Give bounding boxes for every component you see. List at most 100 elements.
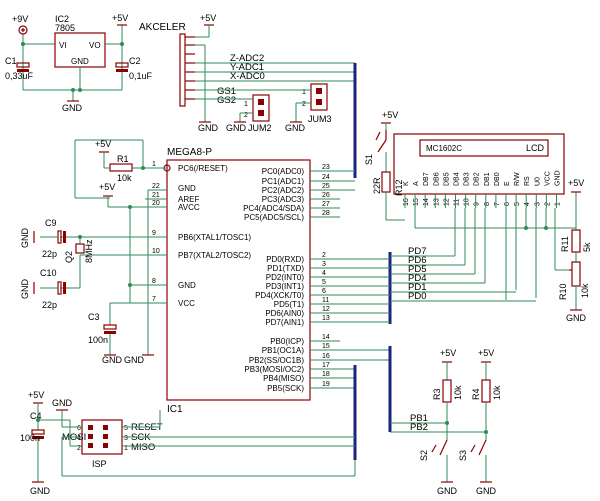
r10-potentiometer: [571, 261, 581, 287]
c2-name: C2: [129, 56, 141, 66]
jum2-pin2: 2: [244, 112, 248, 119]
r3-resistor: [442, 379, 452, 403]
net-pd0: PD0: [408, 291, 426, 302]
r1-plus5v-label: +5V: [95, 139, 111, 149]
lcd-pin-label: DB4: [454, 172, 461, 186]
lcd-pin-number: 8: [484, 202, 491, 206]
r1-name: R1: [117, 154, 129, 164]
r1-resistor: [109, 163, 133, 172]
mcu-pin-number: 5: [322, 279, 326, 286]
mcu-pin-number: 24: [322, 174, 330, 181]
mcu-pin-number: 12: [322, 306, 330, 313]
ic2-name: IC2: [55, 14, 69, 24]
r10-value: 10k: [580, 283, 590, 298]
c4-plus5v-label: +5V: [28, 390, 44, 400]
mcu-pin-label: PC2(ADC2): [262, 186, 305, 195]
accel-name: AKCELER: [139, 22, 186, 33]
q2-crystal: [75, 243, 85, 254]
mcu-gnd-label: GND: [124, 355, 145, 365]
mcu-pin-number: 8: [152, 278, 156, 285]
net-gs1: GS1: [217, 86, 236, 97]
c3-name: C3: [88, 312, 100, 322]
accel-gnd-label: GND: [198, 123, 219, 133]
mcu-pin-label: PC3(ADC3): [262, 195, 305, 204]
lcd-pin-number: 6: [504, 202, 511, 206]
mcu-pin-number: 18: [322, 371, 330, 378]
lcd-pin-label: DB0: [494, 172, 501, 186]
isp-pin2: 2: [77, 445, 81, 452]
mcu-pin-label: PC4(ADC4/SDA): [243, 204, 304, 213]
lcd-pin-label: DB1: [484, 172, 491, 186]
mcu-pin-label: PD0(RXD): [266, 255, 304, 264]
r1-value: 10k: [117, 173, 132, 183]
net-pd4: PD4: [408, 273, 426, 284]
mcu-pin-label: PB2(SS/OC1B): [249, 356, 304, 365]
ic2-vo-pin: VO: [89, 41, 101, 50]
mcu-name: MEGA8-P: [167, 147, 212, 158]
mcu-pin-label: PD4(XCK/T0): [255, 291, 304, 300]
q2-name: Q2: [64, 251, 74, 263]
r3-value: 10k: [453, 385, 463, 400]
lcd-pin-label: RS: [524, 176, 531, 186]
mcu-pin-label: AREF: [178, 195, 199, 204]
c2-capacitor: [115, 62, 129, 68]
lcd-window: [419, 139, 549, 157]
c3-capacitor: [103, 324, 117, 330]
mcu-pin-label: PC5(ADC5/SCL): [244, 213, 304, 222]
lcd-module: [393, 133, 565, 195]
jum2-name: JUM2: [248, 123, 272, 133]
c2-value: 0,1uF: [129, 71, 153, 81]
mcu-right-pins: PC0(ADC0)23PC1(ADC1)24PC2(ADC2)25PC3(ADC…: [243, 164, 340, 393]
s3-gnd-label: GND: [476, 486, 497, 496]
mcu-pin-number: 7: [152, 296, 156, 303]
r4-value: 10k: [492, 385, 502, 400]
r3-plus5v-label: +5V: [440, 348, 456, 358]
isp-pin4: 4: [77, 435, 81, 442]
isp-pin3: 3: [124, 435, 128, 442]
isp-gnd-label: GND: [52, 398, 73, 408]
mcu-pin-number: 28: [322, 210, 330, 217]
lcd-pins: K16A15DB714DB613DB512DB411DB310DB29DB18D…: [403, 170, 562, 208]
mcu-left-pins: PC6(/RESET)1AREF21AVCC20PB6(XTAL1/TOSC1)…: [145, 161, 251, 308]
lcd-pin-number: 14: [423, 198, 430, 206]
mcu-pin-label: PC0(ADC0): [262, 167, 305, 176]
r11-value: 5k: [582, 242, 592, 252]
mcu-pin-label: PC1(ADC1): [262, 177, 305, 186]
mcu-pin-number: 20: [152, 200, 160, 207]
isp-name: ISP: [92, 459, 107, 469]
mcu-pin-number: 16: [322, 353, 330, 360]
lcd-pin-label: R/W: [514, 172, 521, 186]
mcu-pin-gnd22: GND: [178, 184, 196, 193]
lcd-pin-number: 16: [403, 198, 410, 206]
mcu-pin-label: AVCC: [178, 203, 200, 212]
lcd-pin-number: 7: [494, 202, 501, 206]
lcd-pin-label: DB5: [443, 172, 450, 186]
lcd-pin-number: 10: [464, 198, 471, 206]
net-x-adc0: X-ADC0: [230, 71, 265, 82]
c4-value: 100n: [20, 433, 40, 443]
lcd-pin-label: A: [413, 181, 420, 186]
q2-value: 8MHz: [84, 239, 94, 263]
mcu-pin-num-22: 22: [152, 183, 160, 190]
mcu-section: MEGA8-P IC1 PC6(/RESET)1AREF21AVCC20PB6(…: [20, 139, 340, 415]
lcd-section: MC1602C LCD K16A15DB714DB613DB512DB411DB…: [364, 110, 592, 324]
jum3-pin1: 1: [302, 89, 306, 96]
r12-resistor: [381, 171, 391, 193]
ic2-part: 7805: [55, 23, 75, 33]
c10-value: 22p: [42, 300, 57, 310]
r12-name: R12: [394, 179, 404, 196]
mcu-pin-number: 27: [322, 201, 330, 208]
c4-gnd-label: GND: [30, 486, 51, 496]
power-supply-section: +9V IC2 7805 VI VO GND +5V GND C1 0,33uF…: [5, 13, 153, 113]
c1-name: C1: [5, 56, 17, 66]
mcu-pin-number: 9: [152, 230, 156, 237]
net-pb1: PB1: [410, 413, 428, 424]
jum3-header: [310, 83, 328, 111]
lcd-pin-number: 3: [534, 202, 541, 206]
net-z-adc2: Z-ADC2: [230, 53, 264, 64]
lcd-pin-number: 1: [555, 202, 562, 206]
lcd-pin-number: 15: [413, 198, 420, 206]
lcd-name: LCD: [526, 143, 545, 153]
r12-value: 22R: [372, 177, 382, 194]
